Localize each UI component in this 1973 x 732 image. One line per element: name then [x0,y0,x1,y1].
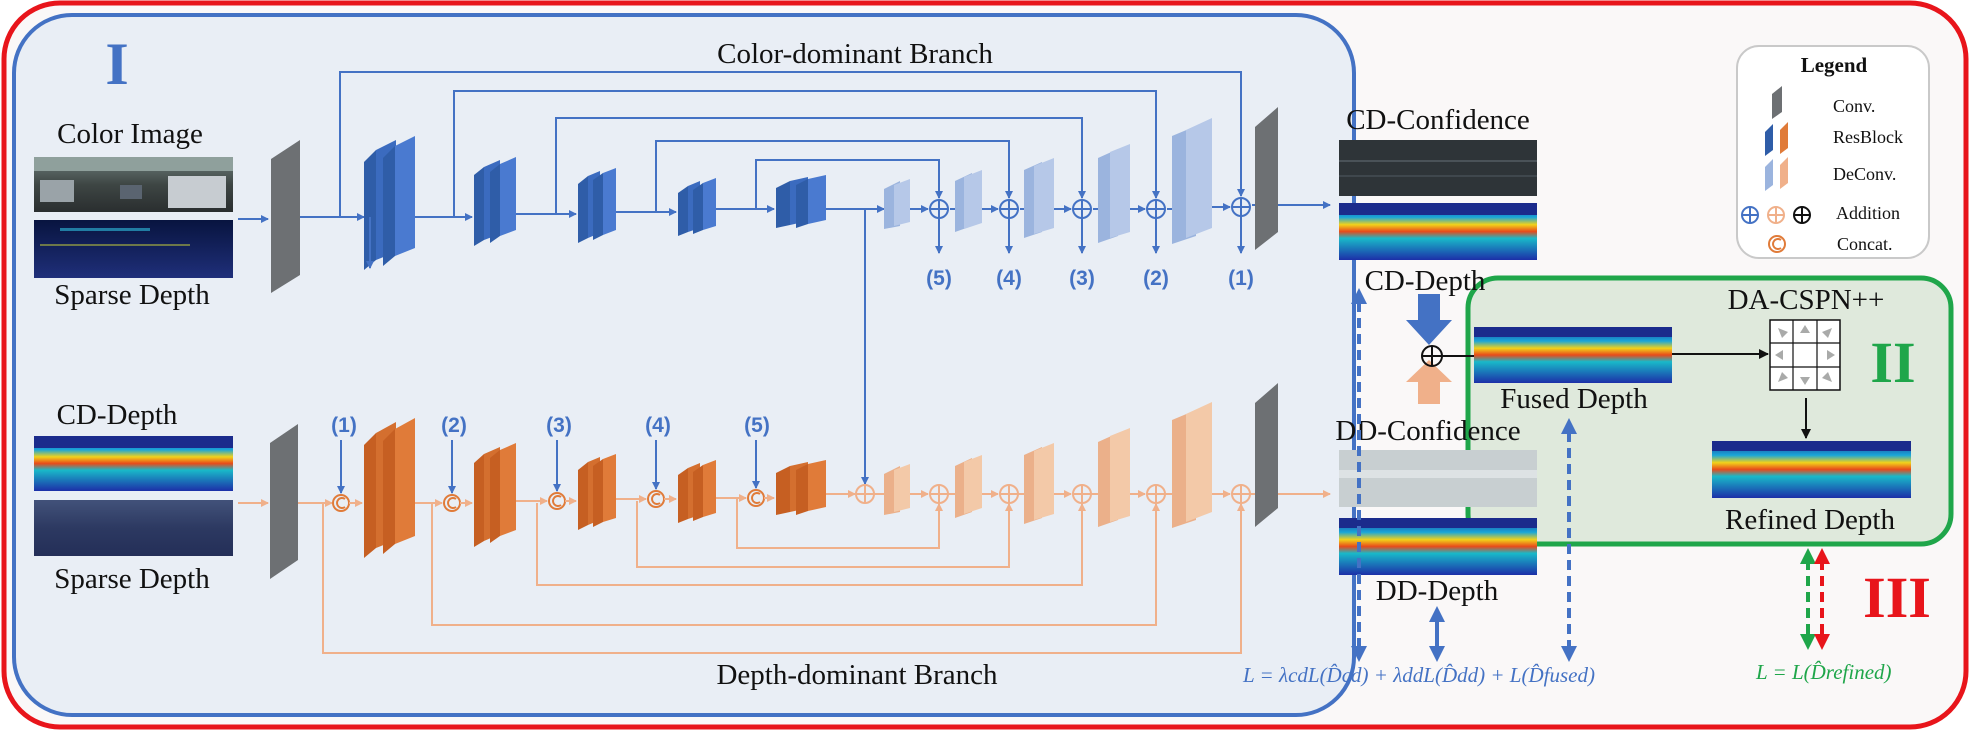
cd-confidence-label: CD-Confidence [1346,104,1530,136]
sparse-depth-thumbnail-top [34,220,233,278]
deconv-top-3 [1024,158,1054,238]
depth-branch: (1) (2) (3) (4) (5) [238,383,1331,654]
resblock-top-5 [776,175,826,228]
legend-conv-label: Conv. [1833,96,1875,116]
legend-deconv-label: DeConv. [1833,164,1896,184]
deconv-top-2 [955,170,982,232]
deconv-bottom-5 [1172,402,1212,528]
sparse-depth-label-top: Sparse Depth [54,279,210,311]
legend-resblock-label: ResBlock [1833,127,1903,147]
cd-depth-input-label: CD-Depth [57,399,178,431]
conv-block-top-input [271,140,300,293]
legend-addition-icons [1741,206,1811,224]
skip-taps-top [366,216,1245,269]
cd-confidence-map [1339,140,1537,196]
conv-block-bottom-input [270,424,298,579]
fused-depth-map [1474,327,1672,383]
section-three-label: III [1863,565,1931,630]
deconv-top-1 [884,179,910,229]
cd-depth-input-thumbnail [34,436,233,491]
section-two-label: II [1870,330,1915,395]
fusion-arrows [1406,294,1452,404]
color-image-label: Color Image [57,118,203,150]
fused-depth-label: Fused Depth [1500,383,1648,415]
skip-index-3: (3) [1069,267,1095,290]
conv-block-bottom-output [1255,383,1278,527]
legend-deconv-icon [1765,157,1788,191]
concat-index-4: (4) [645,414,671,437]
skip-index-2: (2) [1143,267,1169,290]
loss-formula-main: L = λcdL(D̂cd) + λddL(D̂dd) + L(D̂fused) [1242,663,1595,687]
deconv-top-4 [1098,144,1130,243]
skip-index-5: (5) [926,267,952,290]
legend-box [1736,45,1930,259]
deconv-bottom-4 [1098,428,1130,527]
section-one-label: I [105,31,128,97]
deconv-bottom-2 [955,455,982,518]
resblock-top-4 [678,178,716,236]
refined-depth-label: Refined Depth [1725,504,1895,536]
color-branch-title: Color-dominant Branch [717,38,993,70]
sparse-depth-thumbnail-bottom [34,500,233,556]
resblock-top-1 [364,136,415,270]
stage-one-panel [12,13,1356,717]
resblock-bottom-4 [678,460,716,523]
resblock-bottom-3 [578,454,616,530]
legend-conv-icon [1772,86,1782,119]
legend-concat-label: Concat. [1837,234,1893,254]
depth-branch-title: Depth-dominant Branch [716,659,998,691]
concat-taps [337,440,760,494]
dd-depth-label: DD-Depth [1376,575,1499,607]
legend: Legend Conv. ResBlock DeConv. Addition C… [1736,45,1930,259]
color-branch: (5) (4) (3) (2) (1) [238,71,1331,485]
resblock-top-2 [474,157,516,246]
color-image-thumbnail [34,157,233,212]
legend-resblock-icon [1765,122,1788,156]
resblock-bottom-2 [474,443,516,547]
fusion-addition-node [1421,345,1443,367]
concat-index-1: (1) [331,414,357,437]
skip-connections-top [339,71,1245,217]
legend-concat-icon [1768,235,1786,253]
deconv-top-5 [1172,118,1212,244]
resblock-bottom-5 [776,460,826,515]
resblock-bottom-1 [364,418,415,558]
deconv-bottom-3 [1024,443,1054,524]
loss-formula-refined: L = L(D̂refined) [1755,660,1892,684]
dd-confidence-map [1339,450,1537,507]
cd-depth-map [1339,203,1537,260]
deconv-bottom-1 [884,464,910,515]
sparse-depth-label-bottom: Sparse Depth [54,563,210,595]
skip-index-1: (1) [1228,267,1254,290]
legend-title: Legend [1801,53,1868,77]
concat-index-5: (5) [744,414,770,437]
da-cspn-label: DA-CSPN++ [1728,284,1885,316]
skip-connections-bottom [322,499,1245,654]
da-cspn-grid-icon [1769,319,1841,391]
dd-confidence-label: DD-Confidence [1335,415,1520,447]
cd-depth-label: CD-Depth [1365,265,1486,297]
conv-block-top-output [1255,107,1278,250]
concat-index-2: (2) [441,414,467,437]
dd-depth-map [1339,518,1537,575]
refined-depth-map [1712,441,1911,498]
legend-addition-label: Addition [1836,203,1900,223]
concat-index-3: (3) [546,414,572,437]
loss-arrows [1351,288,1830,662]
skip-index-4: (4) [996,267,1022,290]
resblock-top-3 [578,168,616,243]
